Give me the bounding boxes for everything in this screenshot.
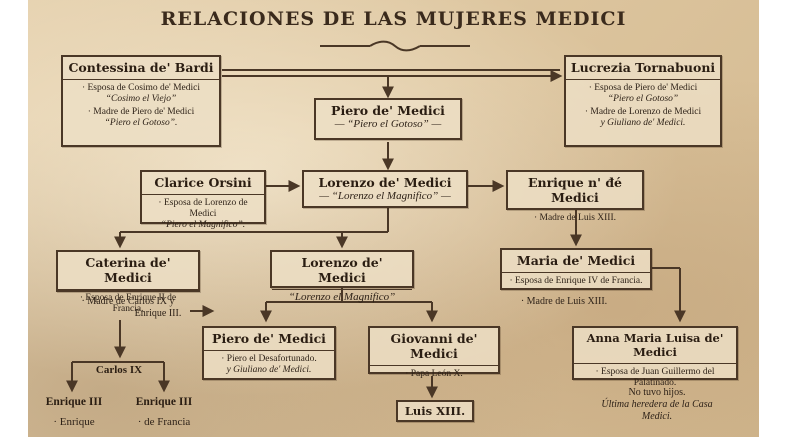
enrique-iii-right-sub: · de Francia [137,416,191,428]
box-name: Piero de' Medici [331,103,445,118]
box-line: · Madre de Luis XIII. [533,213,617,223]
box-line: y Giuliano de' Medici. [226,365,312,375]
box-name: Lorenzo de' Medici [318,175,452,190]
box-line: · Esposa de Piero de' Medici [588,83,698,93]
box-lorenzo-de-medici-mid: Lorenzo de' Medici “Lorenzo el Magnifico… [270,250,414,303]
box-line: · Esposa de Juan Guillermo del [595,367,715,377]
box-name: Clarice Orsini [154,175,252,190]
box-contessina-de-bardi: Contessina de' Bardi · Esposa de Cosimo … [61,55,221,147]
diagram-title: RELACIONES DE LAS MUJERES MEDICI [160,8,627,30]
box-line: Palatinado. [633,378,677,388]
anna-note: No tuvo hijos. [628,387,686,398]
box-piero-el-desafortunado: Piero de' Medici · Piero el Desafortunad… [202,326,336,380]
box-name: Lorenzo de' Medici [301,255,383,285]
box-piero-el-gotoso: Piero de' Medici — “Piero el Gotoso” — [314,98,462,140]
box-name: Maria de' Medici [516,253,636,268]
box-line: “Piero el Magnifico”. [160,220,246,230]
box-line: · Esposa de Enrique IV de Francia. [509,276,643,286]
box-name: Contessina de' Bardi [68,60,214,75]
box-line: y Giuliano de' Medici. [600,118,686,128]
anna-note: Medici. [641,411,673,422]
box-line: · Papa León X. [405,369,463,379]
box-line: · Esposa de Lorenzo de Medici [158,198,248,219]
box-line: · Esposa de Cosimo de' Medici [81,83,201,93]
box-name: Piero de' Medici [212,331,326,346]
box-name: Caterina de' Medici [85,255,171,285]
box-line: “Cosimo el Viejo” [105,94,177,104]
box-giovanni-de-medici: Giovanni de' Medici · Papa León X. [368,326,500,379]
anna-note: Última heredera de la Casa [601,399,713,410]
box-name: Lucrezia Tornabuoni [570,60,716,75]
box-name: Giovanni de' Medici [390,331,478,361]
box-enrique-de-medici: Enrique n' đé Medici · Madre de Luis XII… [506,170,644,223]
box-lorenzo-de-medici-top: Lorenzo de' Medici — “Lorenzo el Magnifi… [302,170,468,208]
enrique-iii-left-sub: · Enrique [53,416,95,428]
caterina-madre-text: · Madre de Carlos IX y [81,296,175,307]
box-line: · Piero el Desafortunado. [221,354,317,364]
box-line: · Madre de Lorenzo de Medici [584,107,702,117]
enrique-iii-right-name: Enrique III [135,396,193,408]
box-subtitle: — “Piero el Gotoso” — [334,118,442,130]
box-line: · Madre de Piero de' Medici [87,107,195,117]
box-line: “Piero el Gotoso”. [104,118,178,128]
box-name: Anna Maria Luisa de' Medici [586,331,724,359]
enrique-iii-left-name: Enrique III [45,396,103,408]
box-name: Enrique n' đé Medici [527,175,623,205]
caterina-madre-text: Enrique III. [134,308,182,319]
box-line: “Piero el Gotoso” [607,94,679,104]
box-luis-xiii: Luis XIII. [396,400,474,422]
box-line: · Esposa de Enrique II de Francia. [79,293,177,314]
box-clarice-orsini: Clarice Orsini · Esposa de Lorenzo de Me… [140,170,266,230]
box-caterina-de-medici: Caterina de' Medici · Esposa de Enrique … [56,250,200,314]
box-anna-maria-luisa-de-medici: Anna Maria Luisa de' Medici · Esposa de … [572,326,738,388]
box-subtitle: “Lorenzo el Magnifico” [288,291,396,303]
box-subtitle: — “Lorenzo el Magnifico” — [319,190,451,202]
box-name: Luis XIII. [404,404,466,418]
maria-madre-text: · Madre de Luis XIII. [520,296,608,307]
box-lucrezia-tornabuoni: Lucrezia Tornabuoni · Esposa de Piero de… [564,55,722,147]
box-maria-de-medici: Maria de' Medici · Esposa de Enrique IV … [500,248,652,290]
carlos-ix-label: Carlos IX [95,364,143,376]
